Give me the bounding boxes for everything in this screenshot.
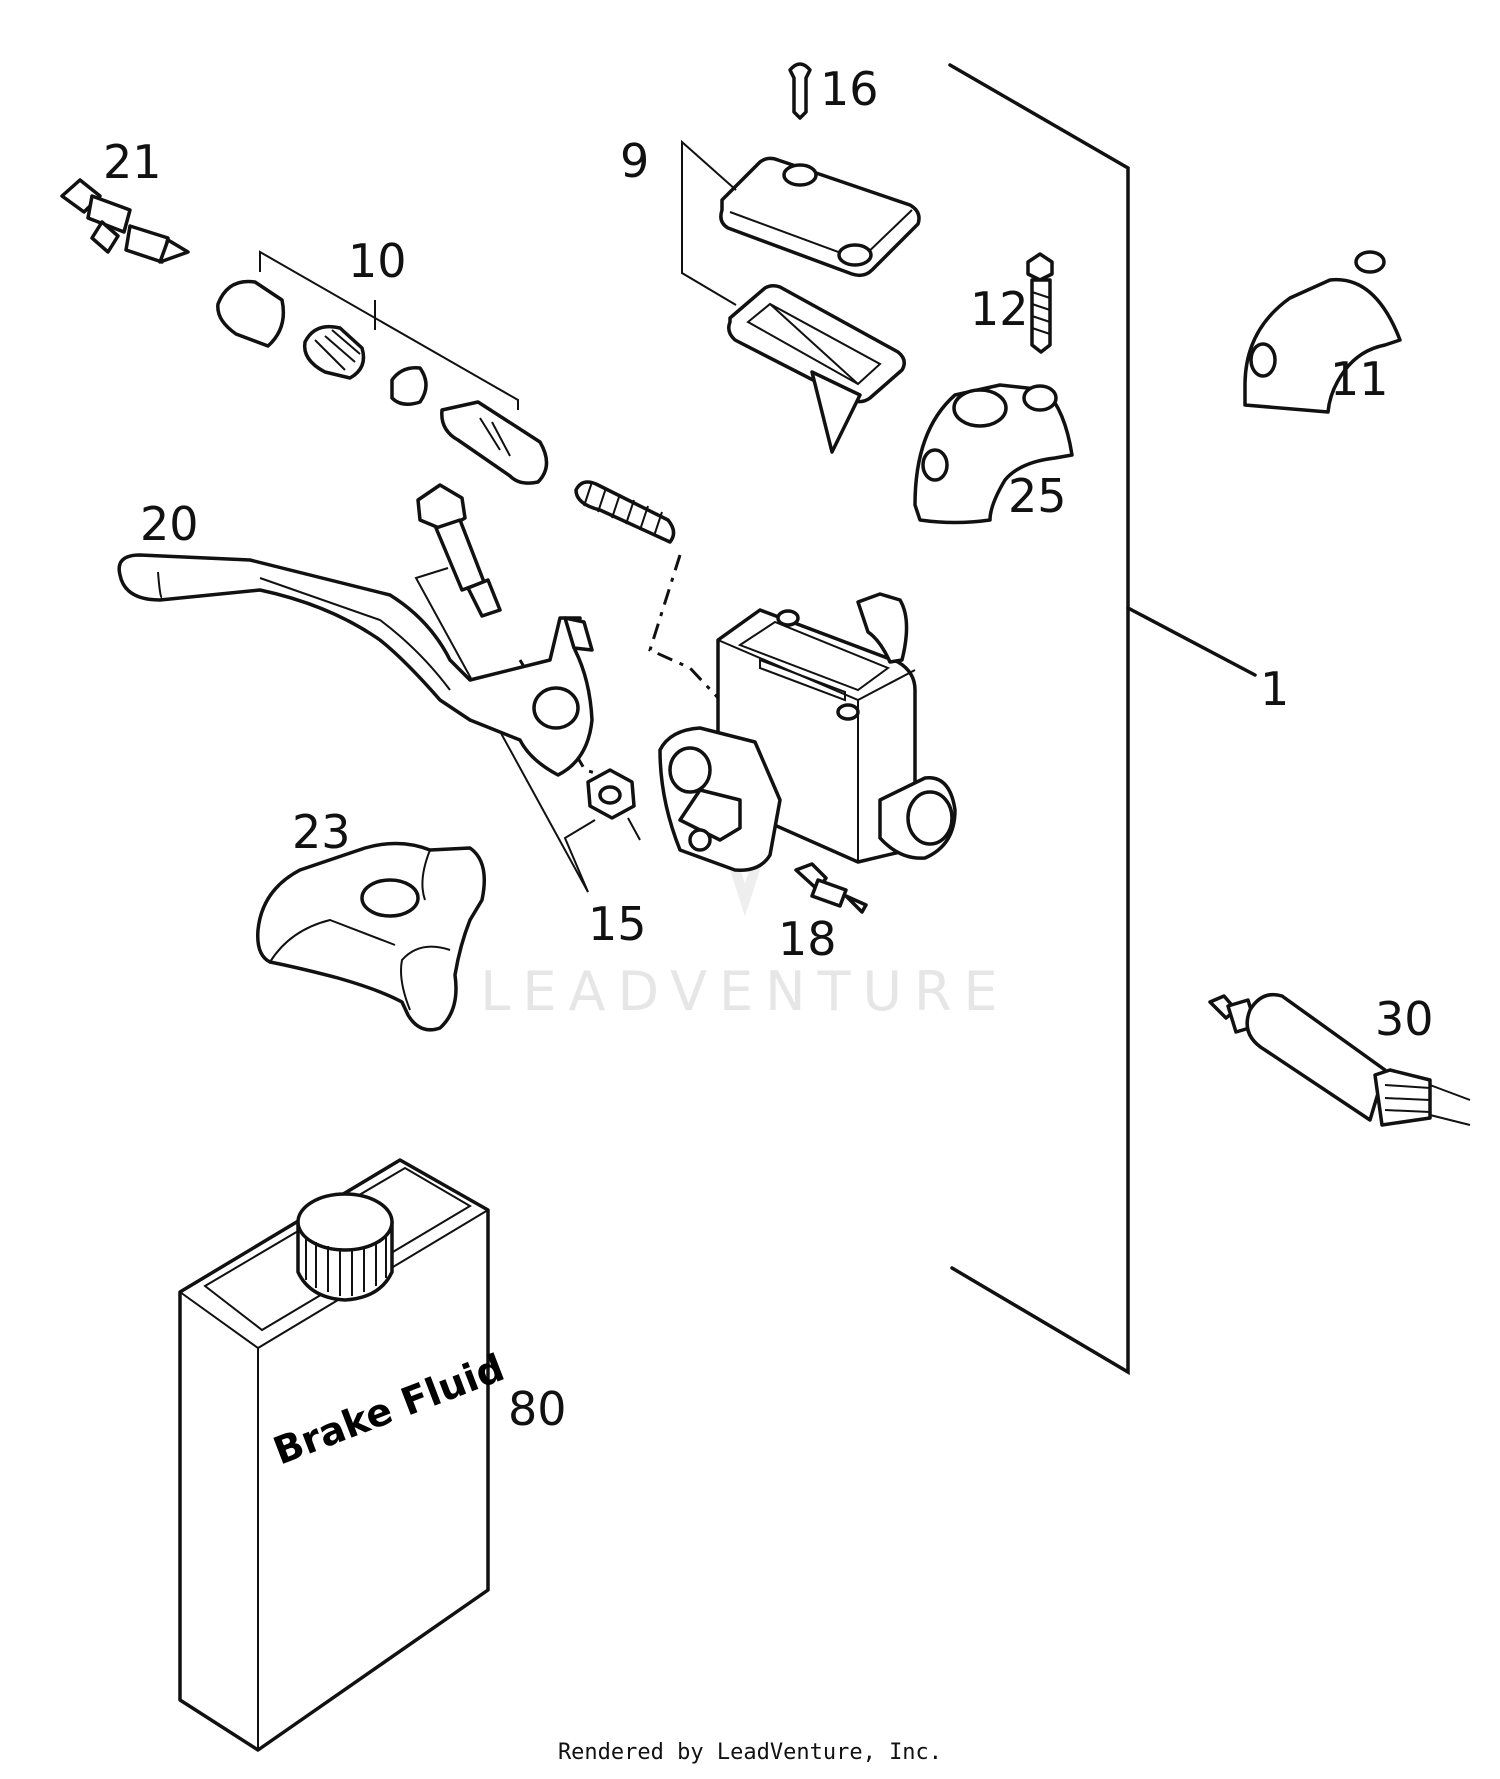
callout-20: 20: [140, 497, 199, 551]
callout-10: 10: [348, 234, 407, 288]
part-18-switch: [794, 862, 868, 914]
watermark-text: LEADVENTURE: [480, 960, 1009, 1023]
callout-1: 1: [1260, 662, 1289, 716]
master-cylinder-body: [658, 592, 957, 872]
callout-21: 21: [103, 135, 162, 189]
callout-80: 80: [508, 1382, 567, 1436]
part-15-nut: [563, 768, 641, 893]
footer-credit: Rendered by LeadVenture, Inc.: [557, 1740, 943, 1765]
callout-15: 15: [588, 897, 647, 951]
part-spring: [574, 480, 676, 544]
callout-12: 12: [970, 282, 1029, 336]
callout-18: 18: [778, 912, 837, 966]
assembly-bracket: [948, 63, 1257, 1376]
callout-16: 16: [820, 62, 879, 116]
part-10-piston-kit: [216, 250, 549, 485]
callout-25: 25: [1008, 469, 1067, 523]
callout-11: 11: [1330, 352, 1389, 406]
part-12-bolt: [1026, 252, 1054, 354]
callout-23: 23: [292, 805, 351, 859]
part-30-cable-adjuster: [1208, 992, 1471, 1127]
callout-9: 9: [620, 134, 649, 188]
part-25-clamp: [913, 383, 1074, 525]
part-9-diaphragm: [727, 283, 906, 454]
part-15-pivot-bolt: [414, 483, 589, 893]
part-21-bleed-screw: [60, 178, 190, 264]
part-80-brake-fluid-container: [178, 1158, 490, 1752]
callout-30: 30: [1375, 992, 1434, 1046]
part-9-cover: [681, 139, 921, 306]
part-11-clamp: [1243, 250, 1402, 414]
part-20-brake-lever: [117, 553, 594, 777]
part-23-lever-guard: [256, 841, 486, 1032]
part-16-screw: [788, 62, 812, 120]
